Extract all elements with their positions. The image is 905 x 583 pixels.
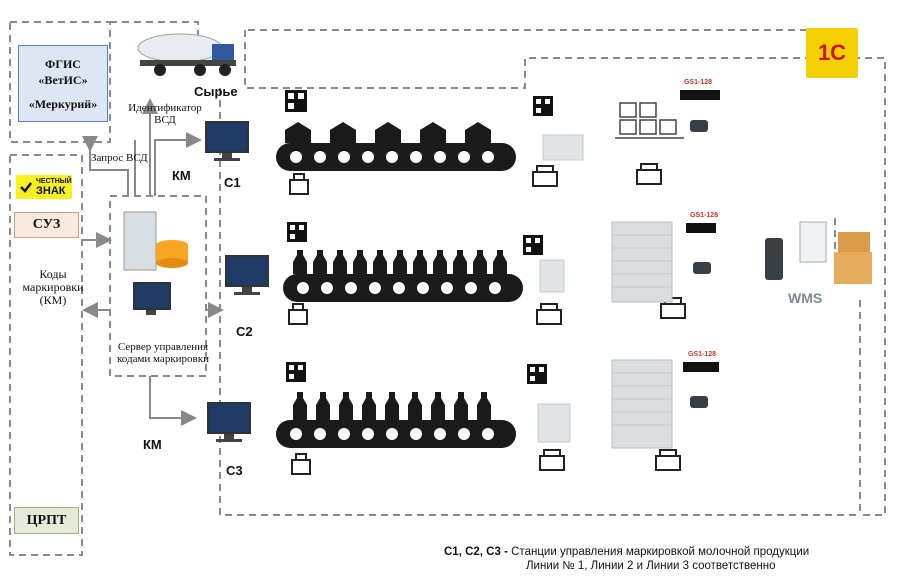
marking-codes-label: Коды маркировки (КМ) xyxy=(14,268,92,307)
station-c3-label: C3 xyxy=(226,463,243,478)
legend-text1: Станции управления маркировкой молочной … xyxy=(511,546,810,558)
vsd-identifier-label: Идентификатор ВСД xyxy=(128,102,202,126)
server-label: Сервер управления кодами маркировки xyxy=(108,341,218,365)
crpt-frame xyxy=(9,154,83,556)
chestny-znak-line1: ЧЕСТНЫЙ xyxy=(36,177,72,185)
1c-logo-text: 1С xyxy=(817,40,847,65)
raw-material-label: Сырье xyxy=(194,84,238,99)
legend-line2: Линии № 1, Линии 2 и Линии 3 соответстве… xyxy=(526,560,776,572)
fgis-vetis-box: ФГИС «ВетИС» «Меркурий» xyxy=(18,45,108,122)
chestny-znak-line2: ЗНАК xyxy=(36,184,66,197)
server-frame xyxy=(109,195,207,377)
wms-label: WMS xyxy=(788,290,823,306)
gs1-label-line1: GS1-128 xyxy=(684,79,713,86)
marking-codes-line3: (КМ) xyxy=(39,293,67,307)
fgis-vetis: «ВетИС» xyxy=(38,72,88,87)
fgis-mercury: «Меркурий» xyxy=(28,96,98,111)
legend-line1: C1, C2, C3 - Станции управления маркиров… xyxy=(444,546,809,558)
server-label-line2: кодами маркировки xyxy=(117,353,209,365)
km-label-top: КМ xyxy=(172,168,191,183)
legend-prefix: C1, C2, C3 - xyxy=(444,546,508,558)
1c-logo: 1С xyxy=(806,28,858,78)
station-c1-label: C1 xyxy=(224,175,241,190)
suz-box: СУЗ xyxy=(14,212,79,238)
marking-codes-line1: Коды xyxy=(39,267,67,281)
fgis-frame xyxy=(9,21,111,143)
km-label-bottom: КМ xyxy=(143,437,162,452)
station-c2-label: C2 xyxy=(236,324,253,339)
fgis-title: ФГИС xyxy=(45,56,81,71)
vsd-request-label: Запрос ВСД xyxy=(91,152,148,164)
check-icon xyxy=(20,182,32,193)
gs1-label-line2: GS1-128 xyxy=(690,212,719,219)
crpt-box: ЦРПТ xyxy=(14,507,79,534)
chestny-znak-logo: ЧЕСТНЫЙ ЗНАК xyxy=(16,175,72,199)
server-label-line1: Сервер управления xyxy=(117,341,209,353)
marking-codes-line2: маркировки xyxy=(22,280,84,294)
gs1-label-line3: GS1-128 xyxy=(688,351,717,358)
